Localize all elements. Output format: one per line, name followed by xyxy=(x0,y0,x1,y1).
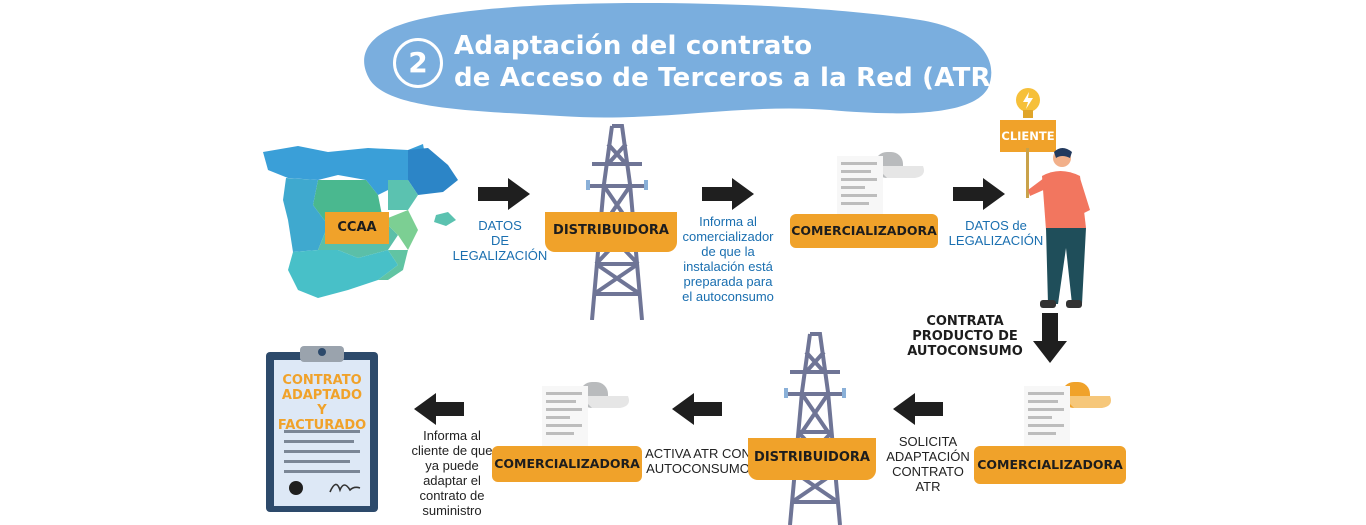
title-banner xyxy=(360,0,1000,125)
arrow-down-icon xyxy=(1033,313,1067,363)
lightbulb-icon xyxy=(1014,86,1042,122)
step-number: 2 xyxy=(393,38,443,88)
comercializadora-badge: COMERCIALIZADORA xyxy=(974,446,1126,484)
datos-legalizacion-label-2: DATOS de LEGALIZACIÓN xyxy=(948,218,1044,248)
comercializadora-badge: COMERCIALIZADORA xyxy=(492,446,642,482)
arrow-right-icon xyxy=(702,178,754,210)
client-person-illustration xyxy=(1020,148,1100,310)
cliente-badge: CLIENTE xyxy=(1000,120,1056,152)
contrata-label: CONTRATA PRODUCTO DE AUTOCONSUMO xyxy=(907,314,1023,359)
spain-map xyxy=(258,140,463,305)
invoice-icon xyxy=(835,146,930,226)
ccaa-badge: CCAA xyxy=(325,212,389,244)
solicita-label: SOLICITA ADAPTACIÓN CONTRATO ATR xyxy=(886,434,970,494)
contrato-label: CONTRATO ADAPTADO Y FACTURADO xyxy=(277,373,367,433)
invoice-icon xyxy=(540,376,635,456)
distribuidora-badge: DISTRIBUIDORA xyxy=(748,438,876,480)
informa-comercializador-label: Informa al comercializador de que la ins… xyxy=(682,214,774,304)
distribuidora-badge: DISTRIBUIDORA xyxy=(545,212,677,252)
datos-legalizacion-label: DATOS DE LEGALIZACIÓN xyxy=(452,218,548,263)
arrow-left-icon xyxy=(893,393,943,425)
invoice-icon xyxy=(1022,376,1117,456)
title-line-1: Adaptación del contrato xyxy=(454,31,813,61)
contract-clipboard-icon xyxy=(266,346,378,512)
arrow-right-icon xyxy=(953,178,1005,210)
informa-cliente-label: Informa al cliente de que ya puede adapt… xyxy=(411,428,493,518)
title-line-2: de Acceso de Terceros a la Red (ATR) xyxy=(454,63,1003,93)
activa-atr-label: ACTIVA ATR CON AUTOCONSUMO xyxy=(645,446,751,476)
comercializadora-badge: COMERCIALIZADORA xyxy=(790,214,938,248)
arrow-left-icon xyxy=(414,393,464,425)
power-tower-icon xyxy=(770,332,860,525)
arrow-left-icon xyxy=(672,393,722,425)
arrow-right-icon xyxy=(478,178,530,210)
